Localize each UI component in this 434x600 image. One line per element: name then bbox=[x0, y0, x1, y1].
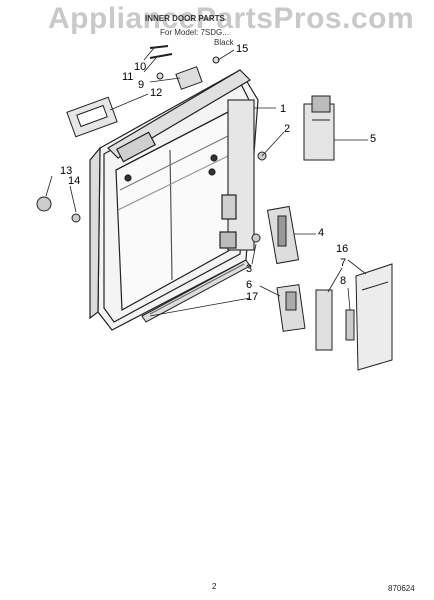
part-16-panel bbox=[355, 263, 393, 371]
callout-5: 5 bbox=[370, 133, 377, 145]
diagram-code: 870624 bbox=[388, 584, 415, 593]
callout-17: 17 bbox=[246, 291, 259, 303]
inner-door-panel bbox=[89, 69, 259, 331]
diagram-subtitle: For Model: 7SDG... bbox=[160, 28, 229, 37]
callout-1: 1 bbox=[280, 103, 287, 115]
part-3-clip bbox=[251, 233, 261, 243]
part-12-vent-cover bbox=[66, 96, 118, 138]
callout-13: 13 bbox=[60, 165, 73, 177]
callout-2: 2 bbox=[284, 123, 291, 135]
part-4-latch bbox=[266, 205, 300, 265]
callout-15: 15 bbox=[236, 43, 249, 55]
part-5-module bbox=[303, 95, 335, 161]
callout-12: 12 bbox=[150, 87, 163, 99]
callout-11: 11 bbox=[122, 71, 134, 83]
part-8-part bbox=[345, 309, 355, 341]
page-number: 2 bbox=[212, 582, 217, 591]
watermark: AppliancePartsPros.com bbox=[48, 2, 415, 35]
callout-3: 3 bbox=[246, 263, 253, 275]
callout-16: 16 bbox=[336, 243, 349, 255]
callout-6: 6 bbox=[246, 279, 253, 291]
part-13-14-knob bbox=[36, 196, 81, 223]
vent-strip bbox=[141, 259, 251, 323]
diagram-color: Black bbox=[214, 38, 234, 47]
callout-4: 4 bbox=[318, 227, 325, 239]
small-parts-upper bbox=[149, 45, 220, 90]
callout-14: 14 bbox=[68, 175, 81, 187]
callout-7: 7 bbox=[340, 257, 347, 269]
callout-8: 8 bbox=[340, 275, 347, 287]
callout-9: 9 bbox=[138, 79, 145, 91]
leader-lines bbox=[45, 47, 368, 317]
part-6-latch-assembly bbox=[276, 284, 306, 332]
diagram-title: INNER DOOR PARTS bbox=[145, 14, 225, 23]
part-7-bracket bbox=[315, 289, 333, 351]
callout-10: 10 bbox=[134, 61, 147, 73]
